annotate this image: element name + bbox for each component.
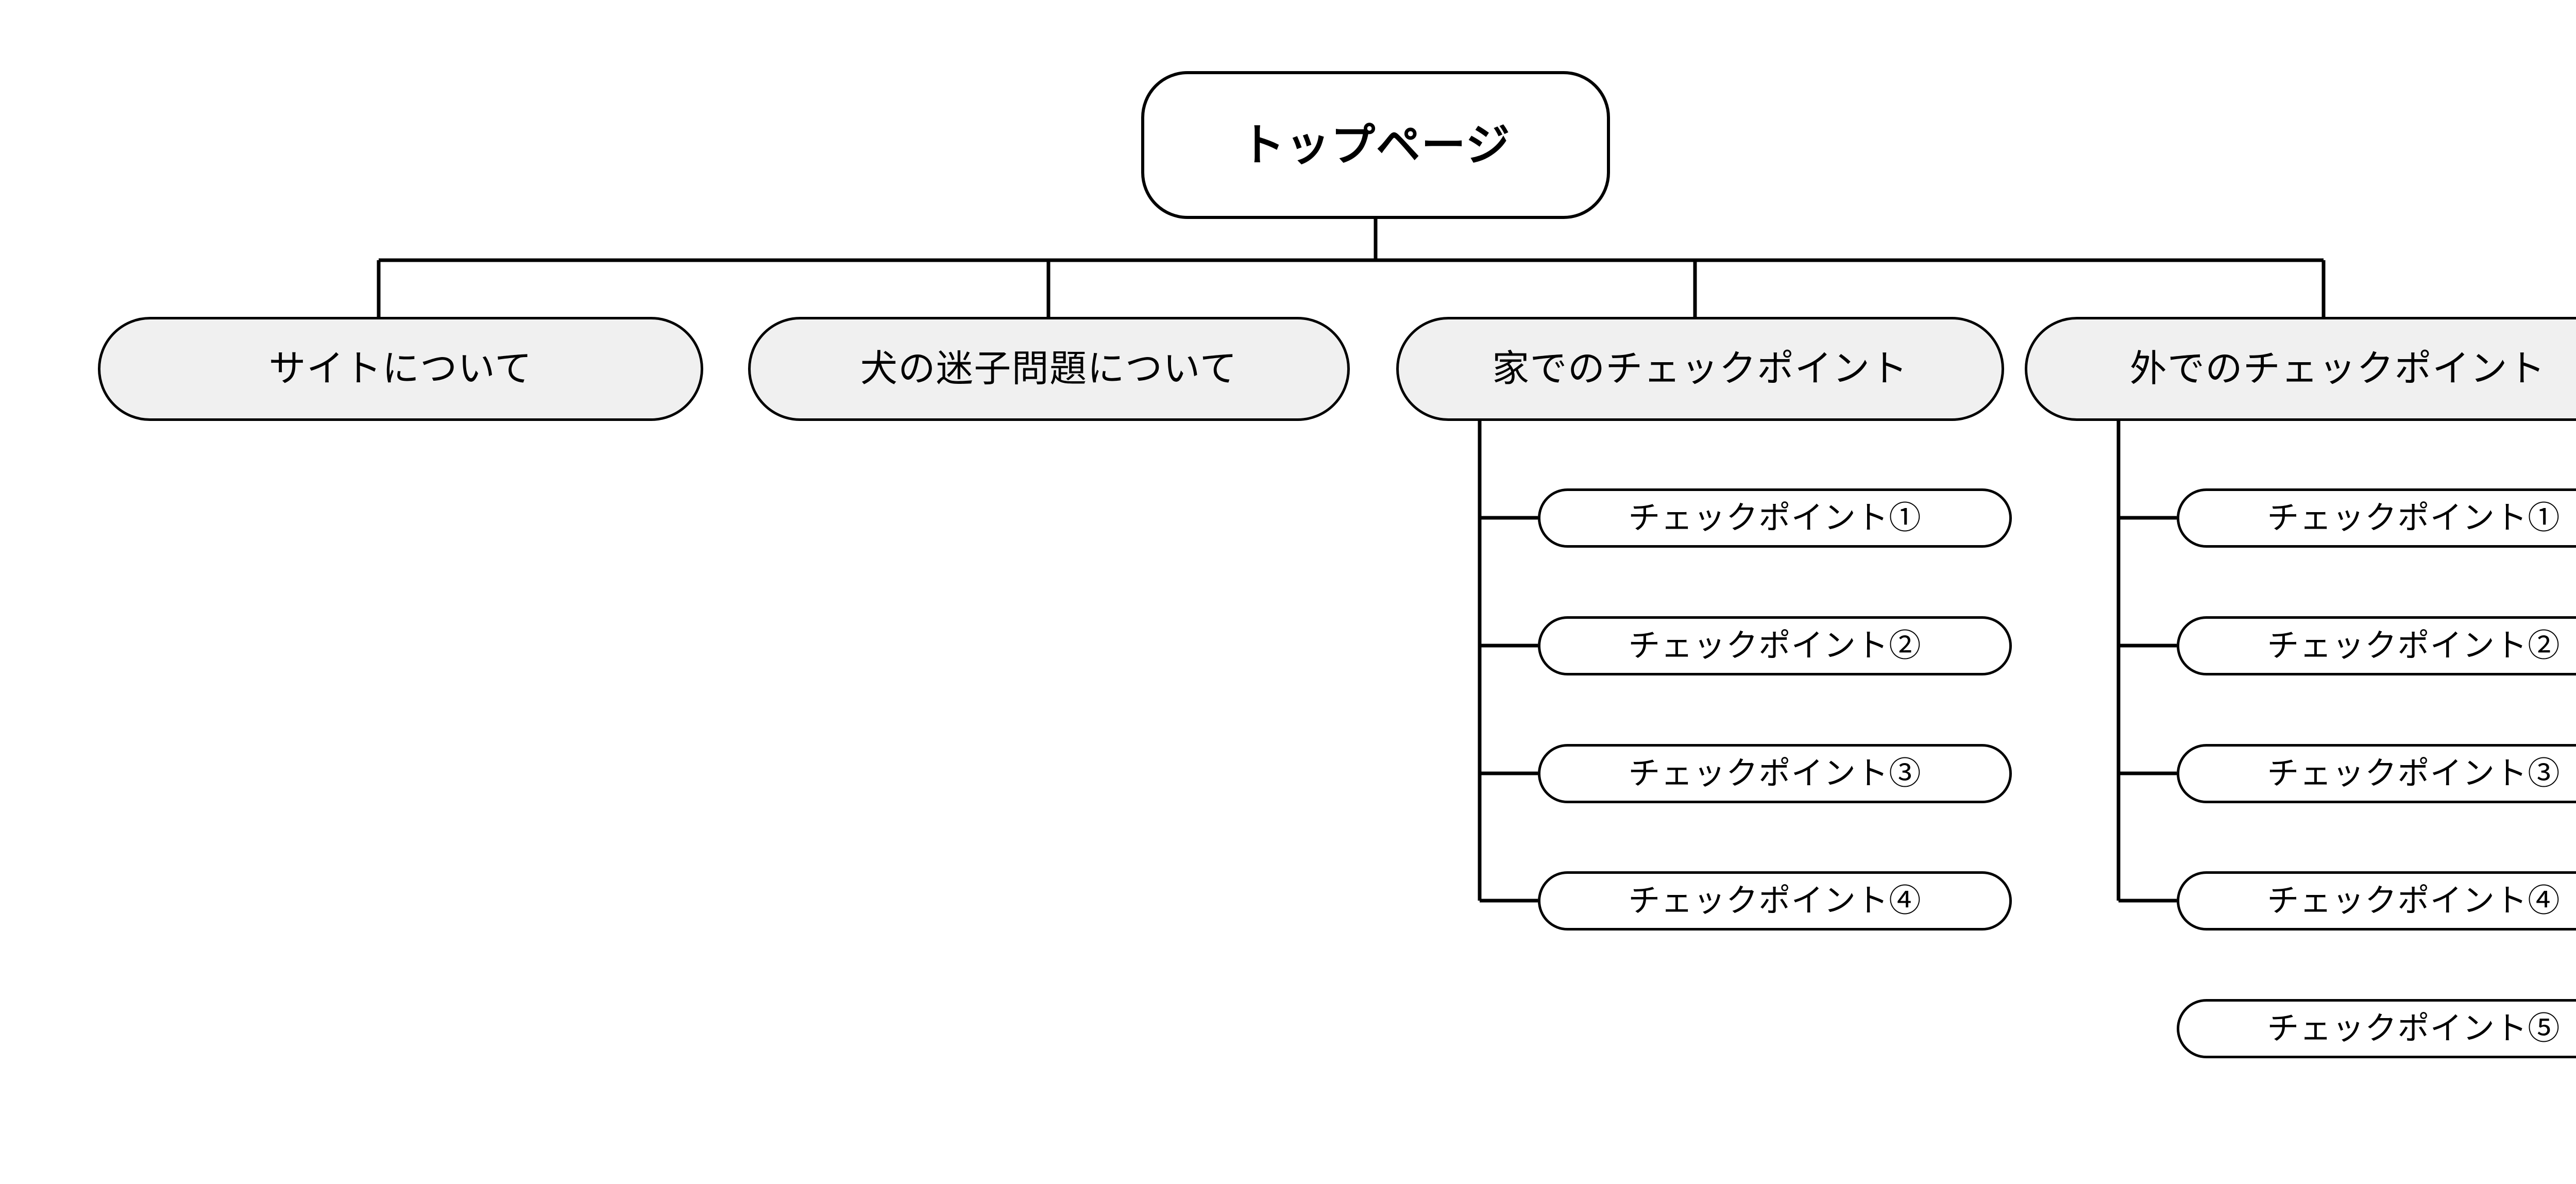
node-root-top-page[interactable]: トップページ — [1141, 71, 1610, 219]
node-section-outside-checkpoints[interactable]: 外でのチェックポイント — [2025, 317, 2576, 421]
node-leaf-home-checkpoint-1[interactable]: チェックポイント① — [1538, 488, 2012, 548]
node-label: 家でのチェックポイント — [1492, 348, 1908, 390]
node-leaf-outside-checkpoint-1[interactable]: チェックポイント① — [2177, 488, 2576, 548]
node-section-lost-dog-issue[interactable]: 犬の迷子問題について — [748, 317, 1350, 421]
node-label: 犬の迷子問題について — [860, 348, 1238, 390]
node-label: チェックポイント① — [2267, 500, 2561, 536]
node-leaf-home-checkpoint-4[interactable]: チェックポイント④ — [1538, 871, 2012, 931]
node-label: チェックポイント④ — [1628, 883, 1922, 919]
node-label: チェックポイント③ — [1628, 756, 1922, 791]
node-label: チェックポイント① — [1628, 500, 1922, 536]
node-section-about-site[interactable]: サイトについて — [98, 317, 703, 421]
node-leaf-outside-checkpoint-3[interactable]: チェックポイント③ — [2177, 744, 2576, 803]
node-label: チェックポイント⑤ — [2267, 1011, 2561, 1046]
node-leaf-outside-checkpoint-2[interactable]: チェックポイント② — [2177, 616, 2576, 675]
node-label: サイトについて — [268, 348, 533, 390]
node-leaf-outside-checkpoint-5[interactable]: チェックポイント⑤ — [2177, 999, 2576, 1058]
node-label: チェックポイント② — [1628, 628, 1922, 664]
node-label: チェックポイント② — [2267, 628, 2561, 664]
node-leaf-outside-checkpoint-4[interactable]: チェックポイント④ — [2177, 871, 2576, 931]
node-label: チェックポイント③ — [2267, 756, 2561, 791]
node-leaf-home-checkpoint-2[interactable]: チェックポイント② — [1538, 616, 2012, 675]
node-label: チェックポイント④ — [2267, 883, 2561, 919]
node-label: 外でのチェックポイント — [2129, 348, 2546, 390]
node-label: トップページ — [1240, 120, 1511, 170]
node-leaf-home-checkpoint-3[interactable]: チェックポイント③ — [1538, 744, 2012, 803]
node-section-home-checkpoints[interactable]: 家でのチェックポイント — [1396, 317, 2004, 421]
